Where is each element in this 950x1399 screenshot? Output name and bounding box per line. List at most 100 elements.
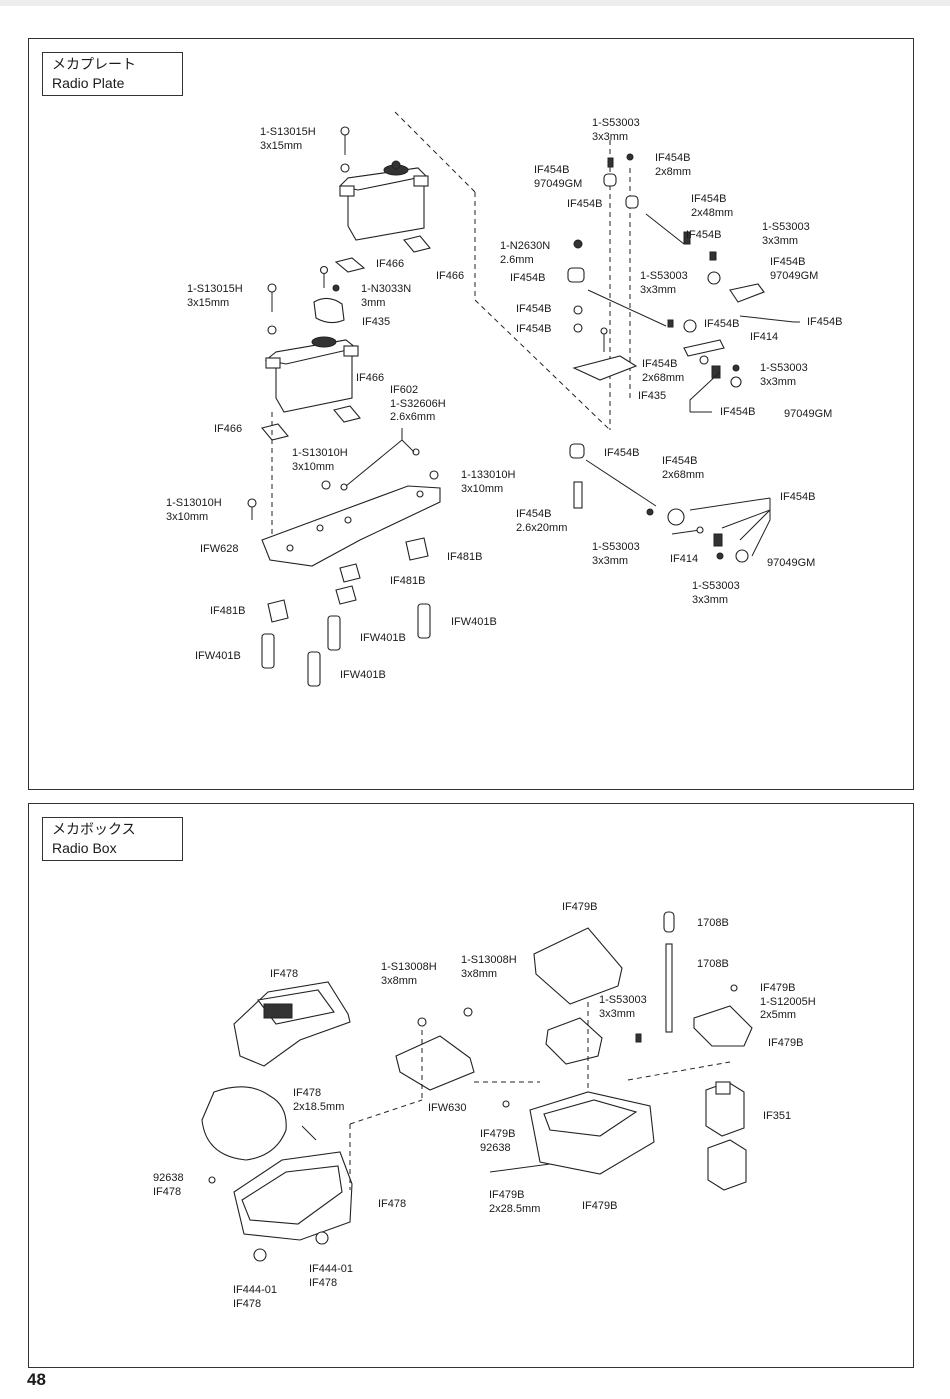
if481b-mounts (267, 537, 429, 623)
part-label: 1-S13010H 3x10mm (292, 447, 348, 473)
part-label: IFW401B (340, 669, 386, 681)
set-screw-s53003 (635, 1033, 642, 1043)
part-label: IF454B (704, 318, 740, 330)
part-label: 1-N3033N 3mm (361, 283, 412, 309)
part-label: IF454B (516, 323, 552, 335)
part-label: IF478 (378, 1198, 407, 1210)
part-label: IF479B (562, 901, 598, 913)
part-label: IFW401B (451, 616, 497, 628)
part-label: IF454B 97049GM (534, 164, 583, 190)
part-label: 1-N2630N 2.6mm (500, 240, 551, 266)
part-label: IF479B (768, 1037, 804, 1049)
if479b-lid (533, 927, 623, 1005)
part-label: IF466 (436, 270, 465, 282)
if351-switch-cover (707, 1139, 747, 1191)
if466-plate-4 (261, 423, 289, 441)
part-label: IF444-01 IF478 (309, 1263, 354, 1289)
screw-s12005h (730, 984, 738, 992)
part-label: 97049GM (784, 408, 833, 420)
screw-3 (267, 283, 277, 293)
part-label: IF466 (376, 258, 405, 270)
part-label: IF478 (270, 968, 299, 980)
part-label: IFW401B (195, 650, 241, 662)
grommet-2 (315, 1231, 329, 1245)
part-label: IF466 (356, 372, 385, 384)
part-label: IF414 (750, 331, 779, 343)
part-label: IF454B 97049GM (770, 256, 819, 282)
part-label: IF435 (362, 316, 391, 328)
grommet-1 (253, 1248, 267, 1262)
part-label: IF454B (686, 229, 722, 241)
part-label: 1-133010H 3x10mm (461, 469, 516, 495)
part-label: IF454B 2x68mm (662, 455, 705, 481)
part-label: IF478 2x18.5mm (293, 1087, 345, 1113)
part-label: 1-S13008H 3x8mm (461, 954, 517, 980)
part-label: IFW628 (200, 543, 239, 555)
screw-5 (321, 480, 331, 490)
part-label: IF444-01 IF478 (233, 1284, 278, 1310)
part-label: IF435 (638, 390, 667, 402)
receiver-unit (545, 1017, 603, 1065)
receiver-sponge (201, 1086, 287, 1161)
if466-plate-2 (403, 235, 431, 253)
washer-1 (340, 163, 350, 173)
washer-2 (267, 325, 277, 335)
part-label: 1-S13015H 3x15mm (187, 283, 243, 309)
radio-box-title: メカボックス Radio Box (42, 817, 183, 861)
part-label: IFW630 (428, 1102, 467, 1114)
part-label: IF454B 2x68mm (642, 358, 685, 384)
part-label: IF481B (447, 551, 483, 563)
part-label: IF454B 2x8mm (655, 152, 692, 178)
screw-7 (412, 448, 420, 456)
part-label: IF481B (210, 605, 246, 617)
radio-box-case (233, 1151, 353, 1241)
part-label: IF454B 2.6x20mm (516, 508, 568, 534)
part-label: 1708B (697, 958, 729, 970)
if466-plate-3 (333, 405, 361, 423)
part-label: IF466 (214, 423, 243, 435)
radio-plate-panel: メカプレート Radio Plate (28, 38, 914, 790)
part-label: 1-S13015H 3x15mm (260, 126, 316, 152)
part-label: IF454B 2x48mm (691, 193, 734, 219)
screw-2 (319, 265, 329, 275)
servo-upper (338, 160, 429, 241)
screw-s13008h-1 (417, 1017, 427, 1027)
antenna-cap-1708b (663, 911, 675, 933)
part-label: 1-S53003 3x3mm (760, 362, 808, 388)
part-label: IF454B (604, 447, 640, 459)
screw-1 (340, 126, 350, 155)
part-label: IF454B (516, 303, 552, 315)
part-label: 1-S53003 3x3mm (592, 117, 640, 143)
radio-plate-title-jp: メカプレート (52, 56, 136, 72)
part-label: IF454B (567, 198, 603, 210)
part-label: 97049GM (767, 557, 816, 569)
part-label: IF414 (670, 553, 699, 565)
part-label: IF454B (807, 316, 843, 328)
part-label: 1-S13010H 3x10mm (166, 497, 222, 523)
ifw628-plate (261, 485, 441, 567)
radio-box-cover (233, 981, 351, 1067)
part-label: 92638 IF478 (153, 1172, 184, 1198)
linkage-assembly (567, 153, 765, 563)
if479b-bracket (693, 1005, 753, 1047)
radio-box-panel: メカボックス Radio Box (28, 803, 914, 1368)
part-label: IF454B (510, 272, 546, 284)
part-label: IF479B 92638 (480, 1128, 516, 1154)
screw-6 (340, 483, 348, 491)
part-label: IFW401B (360, 632, 406, 644)
top-bar (0, 0, 950, 6)
part-label: 1-S53003 3x3mm (592, 541, 640, 567)
part-label: IF479B (582, 1200, 618, 1212)
clip-92638-1 (208, 1176, 216, 1184)
radio-box-title-jp: メカボックス (52, 821, 136, 837)
part-label: 1-S53003 3x3mm (762, 221, 810, 247)
antenna-tube-1708b (665, 943, 673, 1033)
part-label: IF481B (390, 575, 426, 587)
part-label: IF454B (780, 491, 816, 503)
part-label: 1-S53003 3x3mm (599, 994, 647, 1020)
radio-plate-title: メカプレート Radio Plate (42, 52, 183, 96)
servo-lower (264, 336, 359, 413)
screw-s13008h-2 (463, 1007, 473, 1017)
ifw401b-posts (261, 603, 431, 687)
part-label: 1-S53003 3x3mm (692, 580, 740, 606)
